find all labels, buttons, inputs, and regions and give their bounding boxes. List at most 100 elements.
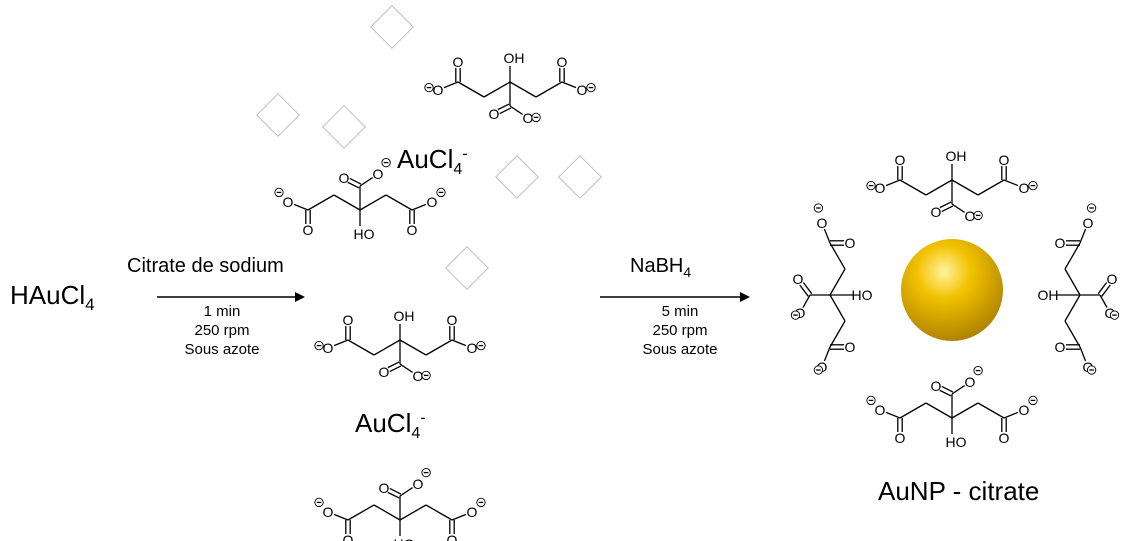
bond [1101, 284, 1111, 297]
bond [951, 179, 979, 196]
bond [373, 339, 401, 356]
complex-label-bottom: AuCl4- [355, 408, 426, 443]
hydroxyl-group: OH [1038, 287, 1059, 303]
bond [1097, 282, 1108, 295]
oxygen-atom: O [343, 312, 354, 328]
oxygen-atom: O [845, 235, 856, 251]
oxygen-atom: O [875, 402, 886, 418]
bond [925, 402, 953, 419]
oxygen-atom: O [1055, 339, 1066, 355]
hydroxyl-group: HO [852, 287, 873, 303]
bond [823, 228, 831, 244]
oxygen-atom: O [895, 430, 906, 446]
step1-speed: 250 rpm [194, 322, 250, 339]
oxygen-atom: O [1105, 305, 1116, 321]
bond [829, 242, 846, 270]
bond [497, 103, 510, 111]
bond [823, 346, 831, 362]
bond [535, 81, 563, 98]
bond [443, 81, 459, 89]
bond [977, 402, 1005, 419]
step1-time: 1 min [203, 303, 241, 320]
oxygen-atom: O [875, 180, 886, 196]
step2-time: 5 min [661, 303, 699, 320]
bond [941, 385, 954, 393]
bond [1064, 242, 1081, 270]
step2-speed: 250 rpm [652, 322, 708, 339]
step2-atmosphere: Sous azote [642, 341, 718, 358]
oxygen-atom: O [557, 54, 568, 70]
oxygen-atom: O [795, 305, 806, 321]
oxygen-atom: O [413, 368, 424, 384]
bond [373, 504, 401, 521]
oxygen-atom: O [447, 312, 458, 328]
bond [307, 194, 335, 211]
bond [333, 339, 349, 347]
step2-arrow [600, 292, 750, 302]
oxygen-atom: O [931, 378, 942, 394]
oxygen-atom: O [433, 82, 444, 98]
oxygen-atom: O [343, 532, 354, 541]
bond [349, 177, 362, 185]
oxygen-atom: O [407, 222, 418, 238]
bond [451, 339, 467, 347]
bond [425, 504, 453, 521]
bond [399, 504, 427, 521]
oxygen-atom: O [817, 215, 828, 231]
step1-arrow [157, 292, 305, 302]
bond [457, 81, 485, 98]
oxygen-atom: O [523, 110, 534, 126]
oxygen-atom: O [323, 504, 334, 520]
oxygen-atom: O [373, 166, 384, 182]
oxygen-atom: O [1055, 235, 1066, 251]
hydroxyl-group: HO [394, 536, 415, 541]
bond [1064, 268, 1081, 296]
bond [399, 363, 413, 373]
bond [941, 205, 954, 213]
complex-label-top: AuCl4- [397, 144, 468, 179]
oxygen-atom: O [931, 204, 942, 220]
bond [951, 203, 965, 213]
counterion-placeholders [256, 5, 602, 290]
gold-nanoparticle [901, 239, 1003, 341]
bond [1003, 179, 1019, 187]
oxygen-atom: O [1083, 215, 1094, 231]
bond [387, 491, 400, 499]
bond [333, 513, 349, 521]
step1-conditions: 1 min 250 rpm Sous azote [162, 302, 282, 359]
oxygen-atom: O [965, 374, 976, 390]
oxygen-atom: O [453, 54, 464, 70]
bond [499, 107, 512, 115]
bond [899, 402, 927, 419]
bond [483, 81, 511, 98]
bond [389, 487, 402, 495]
bond [899, 179, 927, 196]
bond [829, 294, 846, 322]
oxygen-atom: O [379, 480, 390, 496]
bond [802, 294, 811, 308]
bond [799, 284, 809, 297]
oxygen-atom: O [379, 364, 390, 380]
oxygen-atom: O [489, 106, 500, 122]
oxygen-atom: O [427, 194, 438, 210]
bond [1003, 411, 1019, 419]
bond [399, 487, 413, 497]
hydroxyl-group: OH [946, 148, 967, 164]
bond [509, 105, 523, 115]
bond [561, 81, 577, 89]
oxygen-atom: O [303, 222, 314, 238]
bond [885, 179, 901, 187]
bond [387, 361, 400, 369]
bond [951, 385, 965, 395]
oxygen-atom: O [999, 430, 1010, 446]
oxygen-atom: O [965, 208, 976, 224]
oxygen-atom: O [413, 476, 424, 492]
bond [385, 194, 413, 211]
